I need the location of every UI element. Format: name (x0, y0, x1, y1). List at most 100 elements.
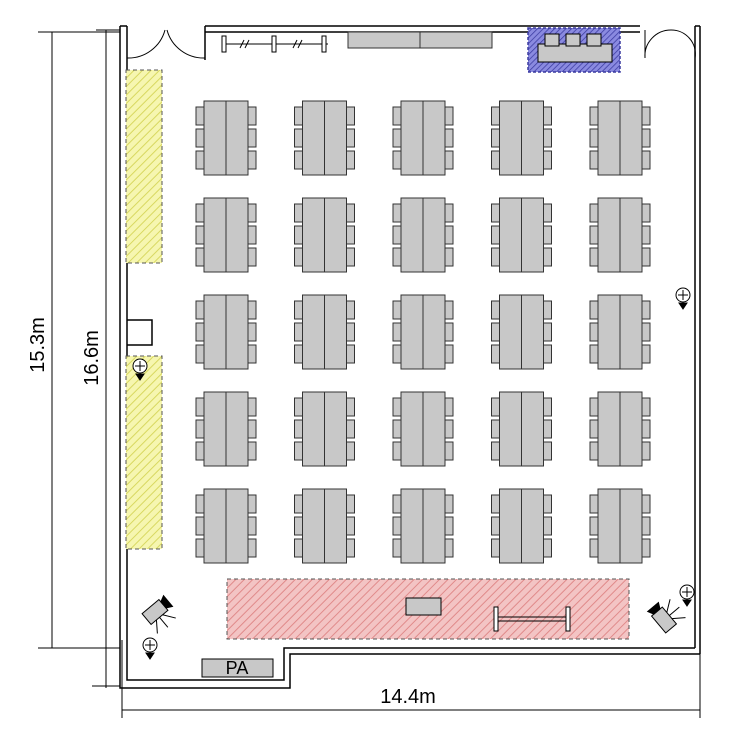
table (422, 488, 446, 564)
spotlight-icon (675, 287, 691, 310)
outer-height-label: 16.6m (81, 330, 103, 386)
table (400, 197, 424, 273)
table (422, 391, 446, 467)
table (597, 488, 621, 564)
table (521, 100, 544, 176)
table (225, 294, 249, 370)
table (400, 391, 424, 467)
table (619, 294, 643, 370)
coat-rack (221, 35, 328, 53)
pa-box: PA (201, 658, 274, 678)
table-set (589, 197, 651, 273)
door-swing-icon (166, 29, 206, 59)
table (521, 197, 544, 273)
table-set (294, 197, 355, 273)
table (619, 100, 643, 176)
table-set (392, 100, 454, 176)
table (619, 488, 643, 564)
table-set (294, 488, 355, 564)
table-set (392, 197, 454, 273)
table (302, 391, 325, 467)
table (225, 100, 249, 176)
table (597, 391, 621, 467)
table-grid (195, 100, 651, 564)
table (499, 488, 522, 564)
table-set (195, 391, 257, 467)
table (203, 294, 227, 370)
table (597, 294, 621, 370)
table (324, 197, 347, 273)
spotlight-icon (142, 637, 158, 660)
table (521, 488, 544, 564)
tripod-camera-icon (141, 594, 176, 634)
blue-equipment-area (527, 27, 621, 73)
door-swing-icon (670, 29, 696, 59)
table (619, 197, 643, 273)
table-set (392, 488, 454, 564)
table (422, 197, 446, 273)
table (422, 294, 446, 370)
table (324, 100, 347, 176)
dimension-lines (38, 29, 701, 718)
table-set (491, 197, 552, 273)
table-set (491, 391, 552, 467)
yellow-zone-upper (125, 69, 163, 264)
table-set (294, 391, 355, 467)
table (400, 294, 424, 370)
table-set (195, 100, 257, 176)
table (499, 100, 522, 176)
door-left (126, 29, 206, 59)
table-set (294, 100, 355, 176)
table (225, 391, 249, 467)
table (302, 488, 325, 564)
table (521, 294, 544, 370)
table-set (392, 294, 454, 370)
table-set (195, 294, 257, 370)
table (203, 197, 227, 273)
inner-height-label: 15.3m (27, 317, 49, 373)
table-set (294, 294, 355, 370)
table (597, 100, 621, 176)
mic-stand (493, 606, 571, 632)
tripod-camera-icon (646, 599, 686, 634)
table (225, 197, 249, 273)
width-label: 14.4m (380, 686, 436, 708)
table (302, 197, 325, 273)
table (499, 391, 522, 467)
counter (347, 31, 493, 49)
spotlight-icon (679, 584, 695, 607)
door-swing-icon (644, 29, 672, 59)
spotlight-icon (132, 358, 148, 381)
door-swing-icon (126, 29, 166, 59)
table (302, 294, 325, 370)
table (203, 391, 227, 467)
table (499, 294, 522, 370)
table (521, 391, 544, 467)
table (499, 197, 522, 273)
table-set (491, 100, 552, 176)
table (324, 294, 347, 370)
table-set (589, 294, 651, 370)
table (324, 488, 347, 564)
table-set (195, 197, 257, 273)
table (225, 488, 249, 564)
door-right (644, 29, 696, 59)
table-set (195, 488, 257, 564)
pa-label: PA (226, 658, 249, 678)
table-set (491, 488, 552, 564)
table (400, 488, 424, 564)
podium (405, 597, 442, 616)
table (324, 391, 347, 467)
table-set (392, 391, 454, 467)
stage-area (226, 578, 630, 640)
table (302, 100, 325, 176)
table-set (491, 294, 552, 370)
yellow-zone-lower (125, 355, 163, 550)
table-set (589, 488, 651, 564)
table (203, 488, 227, 564)
table (422, 100, 446, 176)
table (619, 391, 643, 467)
table-set (589, 391, 651, 467)
table (400, 100, 424, 176)
